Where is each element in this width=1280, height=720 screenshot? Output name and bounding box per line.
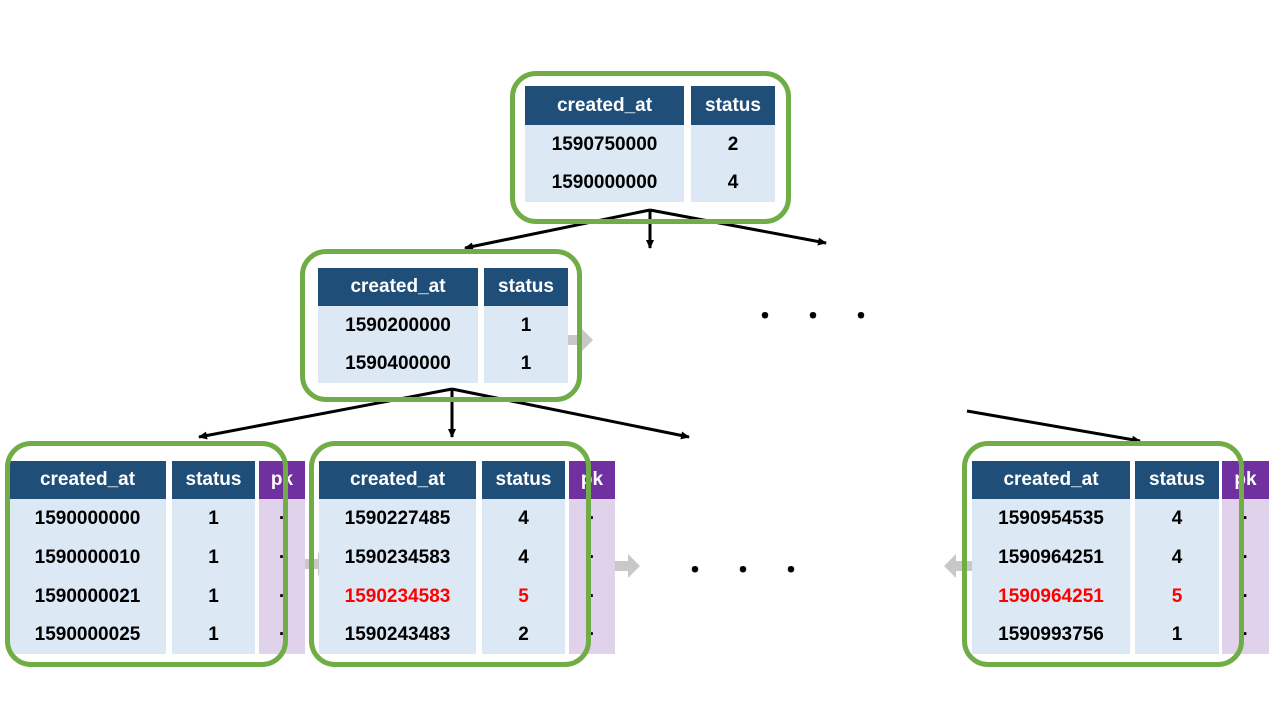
cell-status: 1 xyxy=(172,577,255,616)
cell-status: 4 xyxy=(1135,499,1219,538)
cell-status: 1 xyxy=(484,306,568,345)
header-created-at: created_at xyxy=(525,86,684,125)
cell-created-at: 1590227485 xyxy=(319,499,476,538)
cell-status: 1 xyxy=(484,345,568,383)
edge-root-right xyxy=(649,208,827,246)
cell-created-at: 1590954535 xyxy=(972,499,1130,538)
header-created-at: created_at xyxy=(972,461,1130,499)
header-status: status xyxy=(1135,461,1219,499)
cell-created-at: 1590000000 xyxy=(9,499,166,538)
header-status: status xyxy=(484,268,568,306)
header-status: status xyxy=(691,86,775,125)
cell-pk: · xyxy=(259,499,305,538)
edge-to-leaf3 xyxy=(966,409,1141,444)
root-node-frame xyxy=(510,71,791,224)
cell-pk: · xyxy=(1222,499,1269,538)
cell-pk: · xyxy=(259,577,305,616)
cell-created-at: 1590750000 xyxy=(525,125,684,164)
header-status: status xyxy=(172,461,255,499)
cell-created-at: 1590964251 xyxy=(972,538,1130,577)
cell-created-at: 1590200000 xyxy=(318,306,478,345)
cell-status: 1 xyxy=(172,499,255,538)
cell-status-highlighted: 5 xyxy=(482,577,565,616)
cell-created-at: 1590243483 xyxy=(319,616,476,654)
cell-created-at: 1590000000 xyxy=(525,164,684,202)
header-created-at: created_at xyxy=(9,461,166,499)
cell-status: 4 xyxy=(1135,538,1219,577)
cell-status: 4 xyxy=(482,538,565,577)
cell-created-at: 1590000010 xyxy=(9,538,166,577)
cell-created-at: 1590993756 xyxy=(972,616,1130,654)
cell-status: 4 xyxy=(482,499,565,538)
cell-status: 1 xyxy=(172,538,255,577)
cell-pk: · xyxy=(569,499,615,538)
leaf-node-1-frame xyxy=(5,441,288,667)
cell-status: 4 xyxy=(691,164,775,202)
cell-status: 1 xyxy=(172,616,255,654)
cell-pk: · xyxy=(569,577,615,616)
cell-status-highlighted: 5 xyxy=(1135,577,1219,616)
cell-created-at: 1590000025 xyxy=(9,616,166,654)
cell-status: 2 xyxy=(482,616,565,654)
ellipsis-leaf-level: ・・・ xyxy=(682,555,827,585)
cell-created-at: 1590000021 xyxy=(9,577,166,616)
cell-created-at-highlighted: 1590234583 xyxy=(319,577,476,616)
header-status: status xyxy=(482,461,565,499)
cell-pk: · xyxy=(1222,577,1269,616)
leaf-node-2-frame xyxy=(309,441,591,667)
header-created-at: created_at xyxy=(319,461,476,499)
leaf-node-3-frame xyxy=(962,441,1244,667)
edge-root-mid xyxy=(464,208,651,251)
cell-pk: · xyxy=(1222,538,1269,577)
cell-created-at: 1590400000 xyxy=(318,345,478,383)
ellipsis-mid-level: ・・・ xyxy=(752,301,897,331)
cell-created-at: 1590234583 xyxy=(319,538,476,577)
cell-created-at-highlighted: 1590964251 xyxy=(972,577,1130,616)
mid-node-frame xyxy=(300,249,582,402)
cell-status: 1 xyxy=(1135,616,1219,654)
header-created-at: created_at xyxy=(318,268,478,306)
cell-pk: · xyxy=(569,538,615,577)
cell-status: 2 xyxy=(691,125,775,164)
cell-pk: · xyxy=(259,538,305,577)
